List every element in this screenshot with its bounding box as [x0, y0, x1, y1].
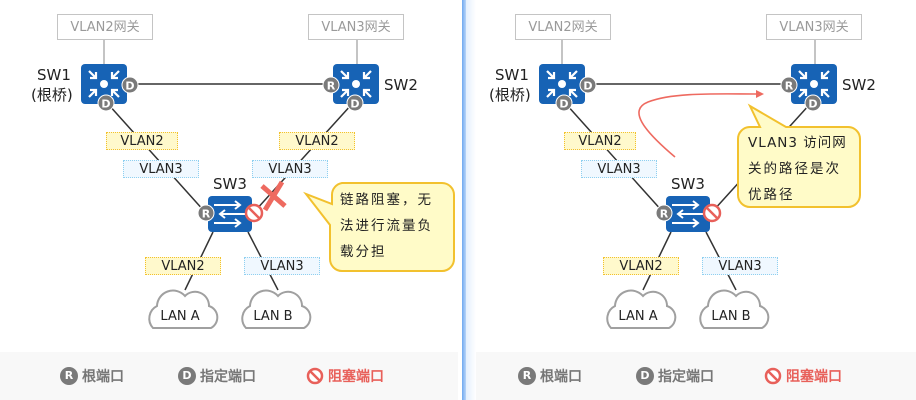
link-sw1-sw3	[565, 103, 664, 213]
sw3-icon	[208, 196, 252, 232]
panel-divider	[462, 0, 466, 400]
port-sw2-left-root: R	[322, 76, 340, 94]
sw1-icon	[539, 64, 585, 104]
callout-bubble	[303, 182, 455, 272]
tag-vlan2-right-upper: VLAN2	[279, 132, 355, 150]
topology-lines-right: D D R D R	[539, 40, 861, 329]
vlan2-gateway: VLAN2网关	[57, 14, 153, 40]
legend-root-port: R 根端口	[60, 364, 124, 388]
legend-designated-port: D 指定端口	[636, 364, 714, 388]
lan-a-label: LAN A	[160, 309, 200, 324]
legend-blocked-port: 阻塞端口	[306, 364, 384, 388]
lan-a-label: LAN A	[618, 309, 658, 324]
link-sw1-sw3	[107, 103, 206, 213]
svg-text:D: D	[559, 98, 568, 111]
vlan3-gateway: VLAN3网关	[766, 14, 862, 40]
sw3-label: SW3	[671, 175, 705, 193]
sw3-label: SW3	[213, 175, 247, 193]
root-port-icon: R	[518, 367, 536, 385]
callout-line-2: 法进行流量负	[340, 218, 433, 234]
sw1-icon	[81, 64, 127, 104]
sw2-label: SW2	[384, 76, 418, 94]
legend-blocked-port-label: 阻塞端口	[328, 369, 384, 385]
vlan2-gateway: VLAN2网关	[515, 14, 611, 40]
svg-text:D: D	[583, 80, 592, 93]
cloud-lan-a-icon	[606, 289, 677, 329]
sw1-label: SW1	[495, 66, 529, 84]
port-sw2-left-root: R	[780, 76, 798, 94]
link-blocked-x-icon	[260, 180, 287, 212]
svg-text:D: D	[350, 98, 359, 111]
callout-line-2: 关的路径是次	[748, 161, 841, 177]
svg-text:R: R	[202, 208, 211, 221]
sw3-icon	[666, 196, 710, 232]
legend-root-port-label: 根端口	[540, 369, 582, 385]
tag-vlan2-left-upper: VLAN2	[564, 132, 636, 150]
suboptimal-path-arrow-icon	[638, 90, 764, 158]
svg-text:D: D	[101, 98, 110, 111]
root-port-icon: R	[60, 367, 78, 385]
svg-text:R: R	[785, 80, 794, 93]
callout-line-3: 优路径	[748, 187, 795, 203]
cloud-lan-a-icon	[148, 289, 219, 329]
svg-text:R: R	[327, 80, 336, 93]
panel-divider-glow	[466, 0, 476, 400]
callout-line-3: 载分担	[340, 244, 387, 260]
legend-designated-port-label: 指定端口	[658, 369, 714, 385]
callout-bubble	[737, 103, 861, 208]
tag-vlan3-lower: VLAN3	[244, 257, 320, 275]
topology-lines-left: D D R D R	[81, 40, 455, 329]
tag-vlan3-left-upper: VLAN3	[581, 160, 657, 178]
port-sw3-right-blocked-icon	[702, 203, 722, 223]
port-sw2-bottom-designated: D	[804, 94, 822, 112]
designated-port-icon: D	[636, 367, 654, 385]
sw1-sublabel: (根桥)	[31, 86, 73, 104]
lan-b-label: LAN B	[253, 309, 293, 324]
cloud-lan-b-icon	[699, 289, 770, 329]
lan-b-label: LAN B	[711, 309, 751, 324]
callout-line-1: 链路阻塞，无	[340, 192, 433, 208]
tag-vlan3-left-upper: VLAN3	[123, 160, 199, 178]
port-sw3-left-root: R	[197, 204, 215, 222]
sw2-label: SW2	[842, 76, 876, 94]
callout-line-1: VLAN3 访问网	[748, 135, 847, 151]
svg-text:D: D	[808, 98, 817, 111]
sw1-label: SW1	[37, 66, 71, 84]
legend-bar	[476, 352, 916, 400]
legend-designated-port: D 指定端口	[178, 364, 256, 388]
tag-vlan3-right-upper: VLAN3	[252, 160, 328, 178]
panel-right: D D R D R	[458, 0, 916, 400]
port-sw1-bottom-designated: D	[97, 94, 115, 112]
port-sw3-left-root: R	[655, 204, 673, 222]
tag-vlan2-lower: VLAN2	[603, 257, 679, 275]
svg-text:D: D	[125, 80, 134, 93]
vlan3-gateway: VLAN3网关	[308, 14, 404, 40]
port-sw1-right-designated: D	[121, 76, 139, 94]
sw2-icon	[791, 64, 837, 104]
svg-text:R: R	[660, 208, 669, 221]
blocked-port-icon	[764, 367, 782, 385]
legend-root-port: R 根端口	[518, 364, 582, 388]
sw1-sublabel: (根桥)	[489, 86, 531, 104]
cloud-lan-b-icon	[241, 289, 312, 329]
port-sw1-right-designated: D	[579, 76, 597, 94]
legend-designated-port-label: 指定端口	[200, 369, 256, 385]
legend-root-port-label: 根端口	[82, 369, 124, 385]
tag-vlan2-left-upper: VLAN2	[106, 132, 178, 150]
sw2-icon	[333, 64, 379, 104]
legend-blocked-port-label: 阻塞端口	[786, 369, 842, 385]
designated-port-icon: D	[178, 367, 196, 385]
panel-left: D D R D R	[31, 14, 455, 388]
port-sw2-bottom-designated: D	[346, 94, 364, 112]
port-sw3-right-blocked-icon	[244, 203, 264, 223]
tag-vlan3-lower: VLAN3	[702, 257, 778, 275]
legend-blocked-port: 阻塞端口	[764, 364, 842, 388]
blocked-port-icon	[306, 367, 324, 385]
tag-vlan2-lower: VLAN2	[145, 257, 221, 275]
port-sw1-bottom-designated: D	[555, 94, 573, 112]
